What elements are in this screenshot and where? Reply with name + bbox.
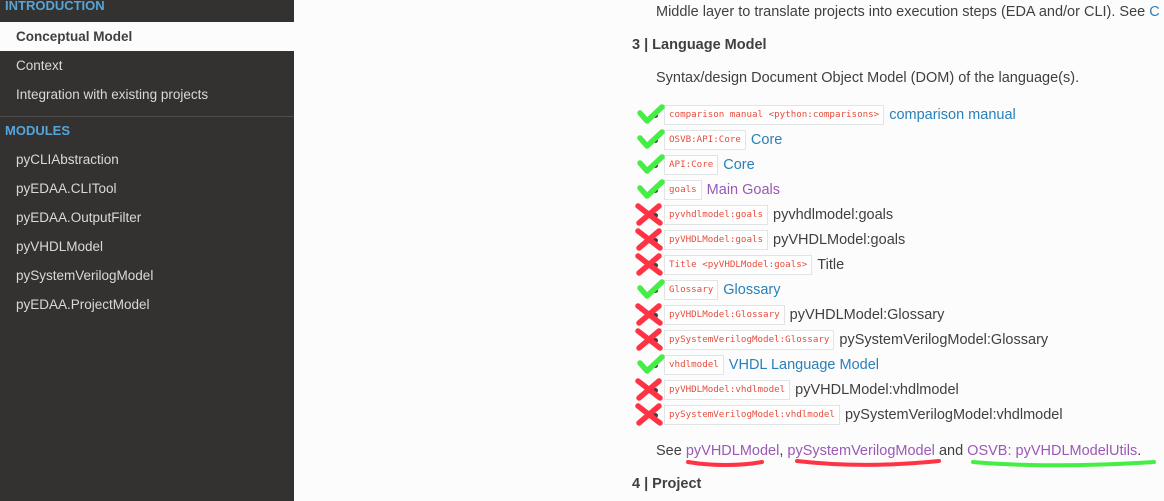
reference-text[interactable]: Main Goals	[706, 181, 781, 198]
reference-code: comparison manual <python:comparisons>	[664, 104, 885, 125]
section-caption-introduction: INTRODUCTION	[5, 0, 105, 13]
reference-text[interactable]: VHDL Language Model	[728, 356, 880, 373]
see-and: and	[938, 443, 964, 459]
sidebar-item-pycliabstraction[interactable]: pyCLIAbstraction	[16, 152, 119, 167]
reference-text[interactable]: Glossary	[723, 281, 781, 298]
reference-code: Glossary	[664, 279, 719, 300]
reference-text[interactable]: comparison manual	[889, 106, 1016, 123]
reference-code: pySystemVerilogModel:Glossary	[664, 329, 835, 350]
sidebar-item-pyvhdlmodel[interactable]: pyVHDLModel	[16, 239, 104, 254]
reference-item: comparison manual <python:comparisons>co…	[653, 102, 1063, 127]
see-end: .	[1137, 443, 1142, 459]
reference-code: pyVHDLModel:goals	[664, 229, 769, 250]
main-content: Middle layer to translate projects into …	[294, 0, 1164, 501]
heading-language-model: 3 | Language Model	[632, 37, 767, 53]
reference-text: pyVHDLModel:Glossary	[789, 306, 945, 323]
reference-item: Title <pyVHDLModel:goals>Title	[653, 252, 1063, 277]
sidebar-item-pyedaa-outputfilter[interactable]: pyEDAA.OutputFilter	[16, 210, 142, 225]
reference-text: pyVHDLModel:goals	[773, 231, 906, 248]
reference-code: API:Core	[664, 154, 719, 175]
sidebar-divider	[0, 116, 294, 117]
see-link-pyvhdlmodel[interactable]: pyVHDLModel	[685, 443, 780, 459]
sidebar-item-pysystemverilogmodel[interactable]: pySystemVerilogModel	[16, 268, 154, 283]
intro-link[interactable]: C	[1149, 4, 1160, 20]
reference-text[interactable]: Core	[723, 156, 755, 173]
see-prefix: See	[656, 443, 682, 459]
reference-code: vhdlmodel	[664, 354, 724, 375]
sidebar-item-pyedaa-projectmodel[interactable]: pyEDAA.ProjectModel	[16, 297, 150, 312]
sidebar-item-integration[interactable]: Integration with existing projects	[16, 87, 209, 102]
reference-list: comparison manual <python:comparisons>co…	[653, 102, 1063, 427]
see-separator: ,	[779, 443, 784, 459]
section-caption-modules: MODULES	[5, 124, 70, 138]
reference-text[interactable]: Core	[750, 131, 783, 148]
see-link-osvb-utils[interactable]: OSVB: pyVHDLModelUtils	[967, 443, 1138, 459]
intro-paragraph: Middle layer to translate projects into …	[656, 4, 1160, 20]
reference-code: pyVHDLModel:Glossary	[664, 304, 785, 325]
reference-text: pyVHDLModel:vhdlmodel	[795, 381, 959, 398]
sidebar-item-pyedaa-clitool[interactable]: pyEDAA.CLITool	[16, 181, 117, 196]
language-description: Syntax/design Document Object Model (DOM…	[656, 70, 1080, 86]
reference-code: pyvhdlmodel:goals	[664, 204, 769, 225]
sidebar: INTRODUCTION Conceptual Model Context In…	[0, 0, 294, 501]
see-link-pysystemverilogmodel[interactable]: pySystemVerilogModel	[787, 443, 935, 459]
sidebar-item-context[interactable]: Context	[16, 58, 63, 73]
reference-text: pySystemVerilogModel:Glossary	[839, 331, 1049, 348]
reference-text: Title	[817, 256, 845, 273]
reference-code: pyVHDLModel:vhdlmodel	[664, 379, 791, 400]
reference-code: goals	[664, 179, 702, 200]
see-also-paragraph: See pyVHDLModel, pySystemVerilogModel an…	[656, 443, 1141, 459]
reference-code: OSVB:API:Core	[664, 129, 746, 150]
reference-text: pyvhdlmodel:goals	[773, 206, 894, 223]
reference-code: pySystemVerilogModel:vhdlmodel	[664, 404, 840, 425]
sidebar-item-conceptual-model[interactable]: Conceptual Model	[0, 22, 294, 51]
reference-text: pySystemVerilogModel:vhdlmodel	[844, 406, 1063, 423]
intro-text: Middle layer to translate projects into …	[656, 4, 1146, 20]
heading-project: 4 | Project	[632, 476, 702, 492]
reference-code: Title <pyVHDLModel:goals>	[664, 254, 813, 275]
